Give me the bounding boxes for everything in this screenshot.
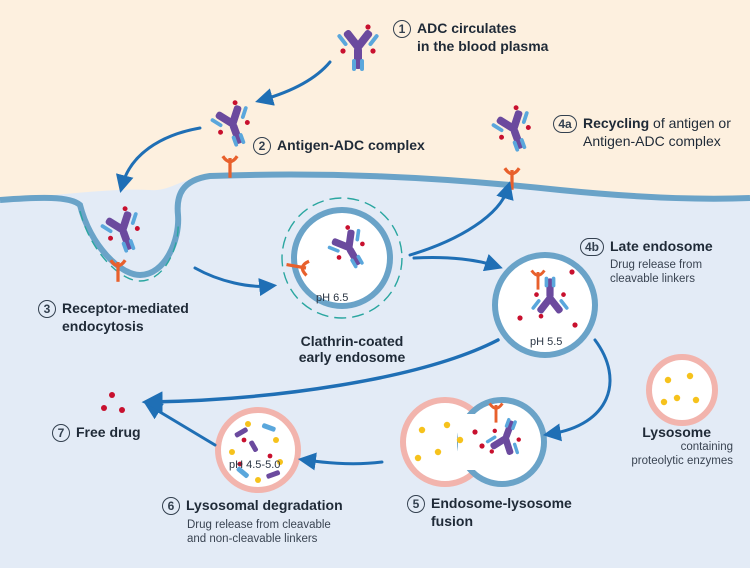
lysosome xyxy=(646,354,718,426)
step-6-number: 6 xyxy=(162,497,180,516)
step-5-number: 5 xyxy=(407,495,425,514)
step-7-number: 7 xyxy=(52,424,70,443)
cell-membrane xyxy=(0,171,750,279)
antigen-adc-complex xyxy=(206,96,260,180)
arrow-late-to-free-drug xyxy=(141,338,500,413)
arrow-early-to-recycle xyxy=(408,181,514,257)
early-endosome-ph: pH 6.5 xyxy=(316,292,349,304)
step-6-subtext: Drug release from cleavable and non-clea… xyxy=(187,519,331,545)
arrow-1-to-2 xyxy=(255,60,332,106)
early-endosome xyxy=(281,197,403,319)
lysosome-subtext: containing proteolytic enzymes xyxy=(631,441,733,467)
step-3-number: 3 xyxy=(38,300,56,319)
step-1-number: 1 xyxy=(393,20,411,39)
step-4b-subtext: Drug release from cleavable linkers xyxy=(610,259,703,285)
step-4a-number: 4a xyxy=(553,115,577,134)
adc-circulating xyxy=(336,24,380,71)
arrow-2-to-3 xyxy=(115,126,202,193)
invagination-pit xyxy=(79,210,179,282)
fusion-vesicle xyxy=(400,397,547,487)
degradation-ph: pH 4.5-5.0 xyxy=(229,459,281,471)
step-2-number: 2 xyxy=(253,137,271,156)
arrow-early-to-late xyxy=(412,254,503,272)
early-endosome-label: Clathrin-coated early endosome xyxy=(298,333,406,365)
arrow-3-to-early xyxy=(193,266,278,297)
degradation-vesicle xyxy=(215,407,301,493)
step-4b-number: 4b xyxy=(580,238,604,257)
late-endosome xyxy=(492,252,598,358)
arrow-fusion-to-degradation xyxy=(297,452,384,471)
free-drug-dots xyxy=(101,392,125,413)
recycled-complex xyxy=(487,101,541,192)
arrow-late-to-fusion xyxy=(542,338,612,442)
lysosome-label: Lysosome xyxy=(642,424,711,440)
late-endosome-ph: pH 5.5 xyxy=(530,336,563,348)
